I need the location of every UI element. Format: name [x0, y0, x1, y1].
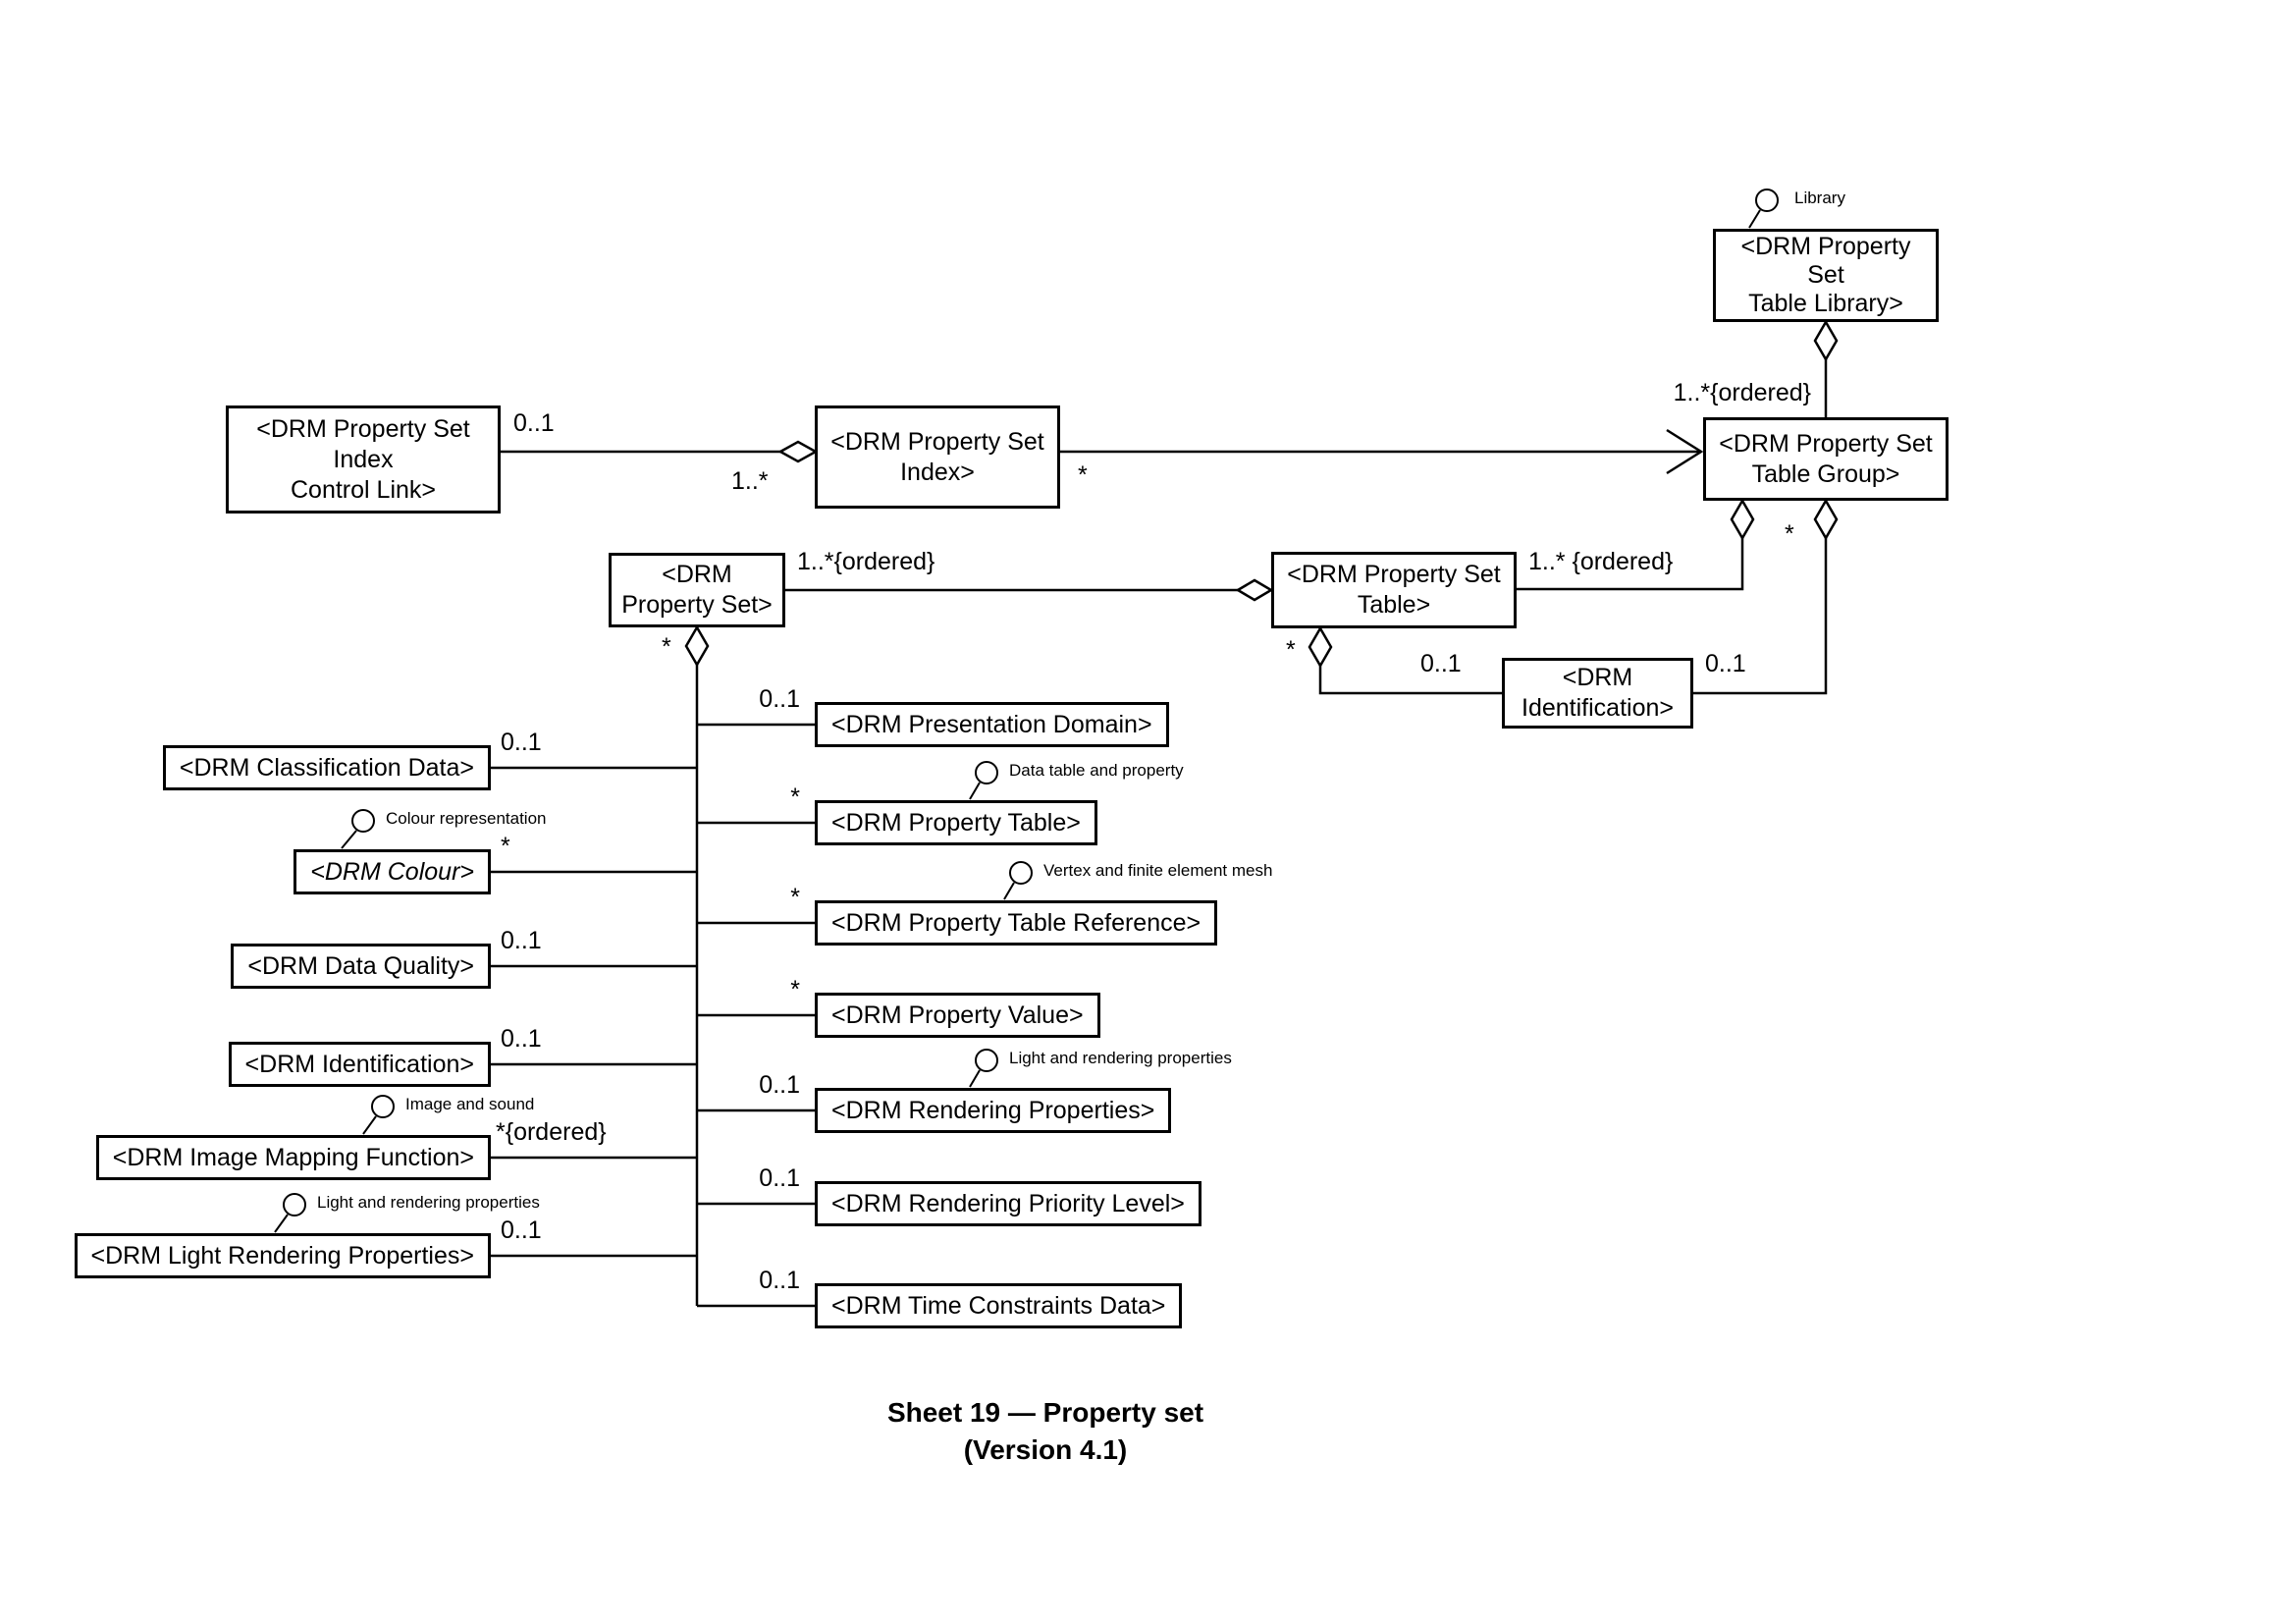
annotation-data-table-and-property: Data table and property — [1009, 761, 1184, 780]
multiplicity-property-table: * — [790, 784, 800, 811]
annotation-leader-light-rendering-left — [274, 1214, 289, 1233]
class-box-drm-time-constraints-data: <DRM Time Constraints Data> — [815, 1283, 1183, 1328]
multiplicity-group-to-identification: 0..1 — [1705, 650, 1746, 677]
annotation-vertex-and-finite-element-mesh: Vertex and finite element mesh — [1043, 861, 1273, 880]
node-line: Index> — [900, 458, 975, 486]
multiplicity-identification-left: 0..1 — [501, 1025, 542, 1053]
multiplicity-light-rendering: 0..1 — [501, 1216, 542, 1244]
multiplicity-index-diamond: 1..* — [731, 467, 769, 495]
multiplicity-property-set-diamond: * — [662, 633, 671, 661]
annotation-circle-light-rendering-right — [975, 1049, 998, 1072]
annotation-circle-vertex-mesh — [1009, 861, 1033, 885]
multiplicity-image-mapping: *{ordered} — [496, 1118, 607, 1146]
aggregation-diamond-group-right — [1813, 498, 1839, 541]
edge-group-to-table — [1517, 538, 1744, 591]
node-line: Table> — [1357, 591, 1431, 619]
multiplicity-data-quality: 0..1 — [501, 927, 542, 954]
multiplicity-group-to-table: 1..* {ordered} — [1528, 548, 1674, 575]
annotation-light-rendering-left: Light and rendering properties — [317, 1193, 540, 1212]
multiplicity-rendering-properties: 0..1 — [759, 1071, 800, 1099]
sheet-caption-version: (Version 4.1) — [963, 1434, 1128, 1465]
class-box-drm-presentation-domain: <DRM Presentation Domain> — [815, 702, 1169, 747]
class-box-drm-light-rendering-properties: <DRM Light Rendering Properties> — [74, 1233, 491, 1278]
annotation-library: Library — [1794, 189, 1845, 207]
class-box-drm-property-set-index: <DRM Property Set Index> — [815, 406, 1060, 509]
node-line: Identification> — [1522, 694, 1674, 722]
edge-group-to-identification — [1693, 538, 1828, 695]
aggregation-diamond-index — [777, 440, 819, 463]
node-line: <DRM Property Set — [1287, 561, 1501, 588]
class-box-drm-property-set: <DRM Property Set> — [609, 553, 785, 627]
node-line: Set — [1807, 261, 1844, 289]
class-box-drm-rendering-priority-level: <DRM Rendering Priority Level> — [815, 1181, 1201, 1226]
aggregation-diamond-property-set — [684, 624, 710, 668]
node-line: <DRM Property — [1740, 233, 1911, 260]
annotation-circle-data-table — [975, 761, 998, 784]
multiplicity-colour: * — [501, 833, 510, 860]
multiplicity-property-table-reference: * — [790, 884, 800, 911]
node-line: Property Set> — [621, 591, 773, 619]
class-box-drm-image-mapping-function: <DRM Image Mapping Function> — [95, 1135, 491, 1180]
class-box-drm-property-table-reference: <DRM Property Table Reference> — [815, 900, 1218, 946]
node-line: Table Library> — [1748, 290, 1903, 317]
class-box-drm-data-quality: <DRM Data Quality> — [231, 944, 491, 989]
class-box-drm-property-set-table-library: <DRM Property Set Table Library> — [1713, 229, 1939, 322]
multiplicity-rendering-priority: 0..1 — [759, 1164, 800, 1192]
annotation-image-and-sound: Image and sound — [405, 1095, 535, 1113]
class-box-drm-property-set-table: <DRM Property Set Table> — [1271, 552, 1517, 628]
class-box-drm-property-value: <DRM Property Value> — [815, 993, 1100, 1038]
node-line: Table Group> — [1751, 460, 1900, 488]
multiplicity-control-link: 0..1 — [513, 409, 555, 437]
node-line: <DRM — [1562, 664, 1633, 691]
annotation-circle-light-rendering-left — [283, 1193, 306, 1216]
node-line: Control Link> — [291, 475, 436, 504]
annotation-leader-data-table — [969, 782, 981, 800]
annotation-circle-library — [1755, 189, 1779, 212]
annotation-circle-image-and-sound — [371, 1095, 395, 1118]
multiplicity-property-value: * — [790, 976, 800, 1003]
sheet-caption-title: Sheet 19 — Property set — [886, 1397, 1204, 1428]
multiplicity-presentation-domain: 0..1 — [759, 685, 800, 713]
multiplicity-table-to-identification: 0..1 — [1420, 650, 1462, 677]
aggregation-diamond-table-bottom — [1308, 625, 1333, 669]
class-box-drm-property-set-index-control-link: <DRM Property Set Index Control Link> — [226, 406, 501, 514]
node-line: <DRM Property Set — [830, 427, 1044, 456]
multiplicity-table-diamond: * — [1286, 636, 1296, 664]
class-box-drm-property-set-table-group: <DRM Property Set Table Group> — [1703, 417, 1949, 501]
annotation-colour-representation: Colour representation — [386, 809, 547, 828]
class-box-drm-identification-left: <DRM Identification> — [228, 1042, 491, 1087]
class-box-drm-classification-data: <DRM Classification Data> — [162, 745, 491, 790]
annotation-leader-light-rendering-right — [969, 1069, 981, 1088]
annotation-leader-library — [1748, 209, 1761, 229]
aggregation-diamond-table-library — [1813, 319, 1839, 362]
arrowhead-table-group — [1666, 428, 1704, 475]
class-box-drm-property-table: <DRM Property Table> — [815, 800, 1097, 845]
sheet-caption: Sheet 19 — Property set (Version 4.1) — [731, 1394, 1360, 1469]
annotation-leader-vertex-mesh — [1003, 882, 1015, 900]
edge-table-to-identification — [1318, 666, 1502, 695]
node-line: <DRM Property Set — [256, 414, 470, 443]
node-line: <DRM Property Set — [1719, 429, 1933, 458]
annotation-circle-colour-representation — [351, 809, 375, 833]
class-box-drm-rendering-properties: <DRM Rendering Properties> — [815, 1088, 1172, 1133]
multiplicity-index-to-group: * — [1078, 461, 1088, 489]
class-box-drm-colour: <DRM Colour> — [294, 849, 491, 894]
node-line: <DRM — [662, 561, 732, 588]
multiplicity-library-to-group: 1..*{ordered} — [1673, 379, 1811, 406]
aggregation-diamond-group-left — [1730, 498, 1755, 541]
multiplicity-property-set-to-table: 1..*{ordered} — [797, 548, 935, 575]
annotation-leader-colour-representation — [341, 830, 357, 849]
annotation-light-rendering-right: Light and rendering properties — [1009, 1049, 1232, 1067]
aggregation-diamond-table-left — [1235, 578, 1274, 602]
multiplicity-time-constraints: 0..1 — [759, 1267, 800, 1294]
annotation-leader-image-and-sound — [362, 1115, 377, 1135]
multiplicity-classification: 0..1 — [501, 729, 542, 756]
multiplicity-group-diamond: * — [1785, 520, 1794, 548]
class-box-drm-identification-shared: <DRM Identification> — [1502, 658, 1693, 729]
node-line: Index — [333, 445, 394, 473]
